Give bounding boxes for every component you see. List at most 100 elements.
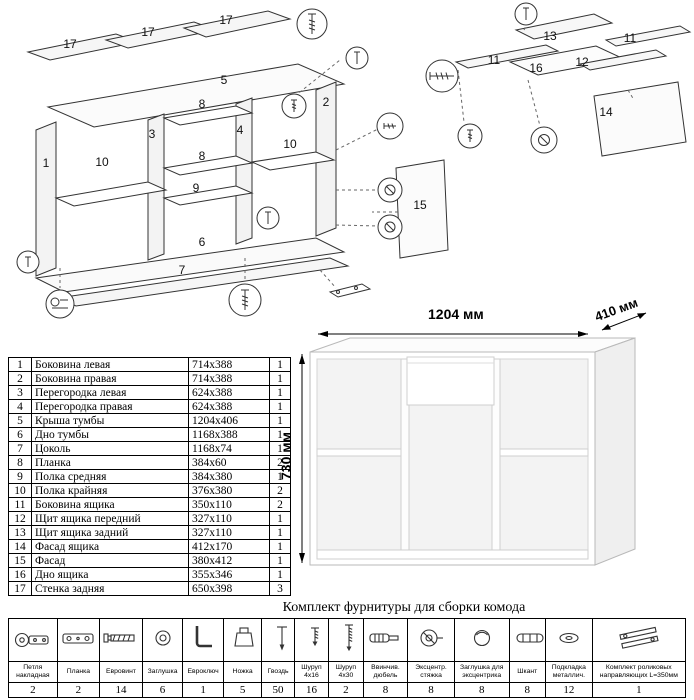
parts-cell-name: Перегородка левая: [31, 385, 189, 400]
screw-short-icon: [293, 618, 330, 662]
hardware-kit-title: Комплект фурнитуры для сборки комода: [282, 600, 526, 615]
part-number-label: 10: [283, 137, 297, 151]
parts-cell-qty: 2: [269, 497, 291, 512]
cabinet-front-drawing: [299, 312, 647, 566]
parts-cell-name: Щит ящика передний: [31, 511, 189, 526]
parts-cell-size: 376x380: [188, 483, 270, 498]
hardware-item-name: Гвоздь: [261, 661, 295, 683]
part-number-label: 5: [220, 73, 228, 87]
parts-cell-name: Планка: [31, 455, 189, 470]
parts-cell-num: 13: [8, 525, 32, 540]
parts-cell-num: 1: [8, 357, 32, 372]
plate-icon: [56, 618, 101, 662]
hardware-item-qty: 2: [328, 682, 364, 698]
part-number-label: 4: [236, 123, 244, 137]
hardware-item-qty: 2: [8, 682, 58, 698]
parts-cell-num: 12: [8, 511, 32, 526]
parts-cell-name: Щит ящика задний: [31, 525, 189, 540]
parts-cell-size: 714x388: [188, 357, 270, 372]
parts-cell-name: Фасад ящика: [31, 539, 189, 554]
cap-icon: [141, 618, 184, 662]
part-number-label: 17: [219, 13, 233, 27]
parts-cell-num: 6: [8, 427, 32, 442]
part-number-label: 9: [192, 181, 200, 195]
parts-cell-size: 380x412: [188, 553, 270, 568]
hardware-item-name: Ввинчив. дюбель: [362, 661, 409, 683]
part-number-label: 17: [141, 25, 155, 39]
washer-icon: [545, 618, 593, 662]
hardware-item-qty: 5: [222, 682, 263, 698]
cam-icon: [407, 618, 455, 662]
hardware-item-name: Шуруп 4x30: [328, 661, 364, 683]
hinge-icon: [8, 618, 58, 662]
parts-cell-size: 1168x74: [188, 441, 270, 456]
hardware-item-name: Подкладка металлич.: [545, 661, 593, 683]
hardware-item-qty: 1: [182, 682, 224, 698]
nail-icon: [261, 618, 295, 662]
parts-cell-size: 624x388: [188, 399, 270, 414]
parts-cell-qty: 1: [269, 357, 291, 372]
parts-cell-qty: 1: [269, 371, 291, 386]
part-number-label: 10: [95, 155, 109, 169]
dowel-screw-icon: [362, 618, 409, 662]
part-number-label: 8: [198, 97, 206, 111]
hardware-item-name: Евровинт: [99, 661, 143, 683]
parts-cell-name: Крыша тумбы: [31, 413, 189, 428]
height-dimension-label: 730 мм: [278, 432, 294, 480]
parts-cell-num: 8: [8, 455, 32, 470]
part-number-label: 2: [322, 95, 330, 109]
part-number-label: 15: [413, 198, 427, 212]
hardware-item-qty: 2: [56, 682, 101, 698]
parts-cell-name: Боковина левая: [31, 357, 189, 372]
parts-cell-name: Боковина ящика: [31, 497, 189, 512]
hardware-item-name: Эксцентр. стяжка: [407, 661, 455, 683]
part-number-label: 11: [623, 31, 637, 45]
parts-cell-num: 5: [8, 413, 32, 428]
hardware-item-qty: 16: [293, 682, 330, 698]
parts-cell-size: 384x380: [188, 469, 270, 484]
part-number-label: 14: [599, 105, 613, 119]
part-number-label: 6: [198, 235, 206, 249]
part-number-label: 7: [178, 263, 186, 277]
parts-cell-name: Фасад: [31, 553, 189, 568]
parts-cell-name: Перегородка правая: [31, 399, 189, 414]
hardware-item-name: Шуруп 4x16: [293, 661, 330, 683]
part-number-label: 11: [487, 53, 501, 67]
parts-cell-size: 1168x388: [188, 427, 270, 442]
hardware-item-qty: 8: [508, 682, 547, 698]
parts-cell-size: 714x388: [188, 371, 270, 386]
part-number-label: 16: [529, 61, 543, 75]
hardware-item-qty: 8: [453, 682, 510, 698]
euroscrew-icon: [99, 618, 143, 662]
hardware-item-name: Ножка: [222, 661, 263, 683]
screw-long-icon: [328, 618, 364, 662]
cam-cap-icon: [453, 618, 510, 662]
parts-cell-name: Дно тумбы: [31, 427, 189, 442]
parts-cell-name: Стенка задняя: [31, 581, 189, 596]
parts-cell-size: 350x110: [188, 497, 270, 512]
parts-cell-size: 384x60: [188, 455, 270, 470]
hardware-icons-row: [8, 618, 687, 662]
hardware-item-name: Заглушка: [141, 661, 184, 683]
parts-cell-name: Дно ящика: [31, 567, 189, 582]
